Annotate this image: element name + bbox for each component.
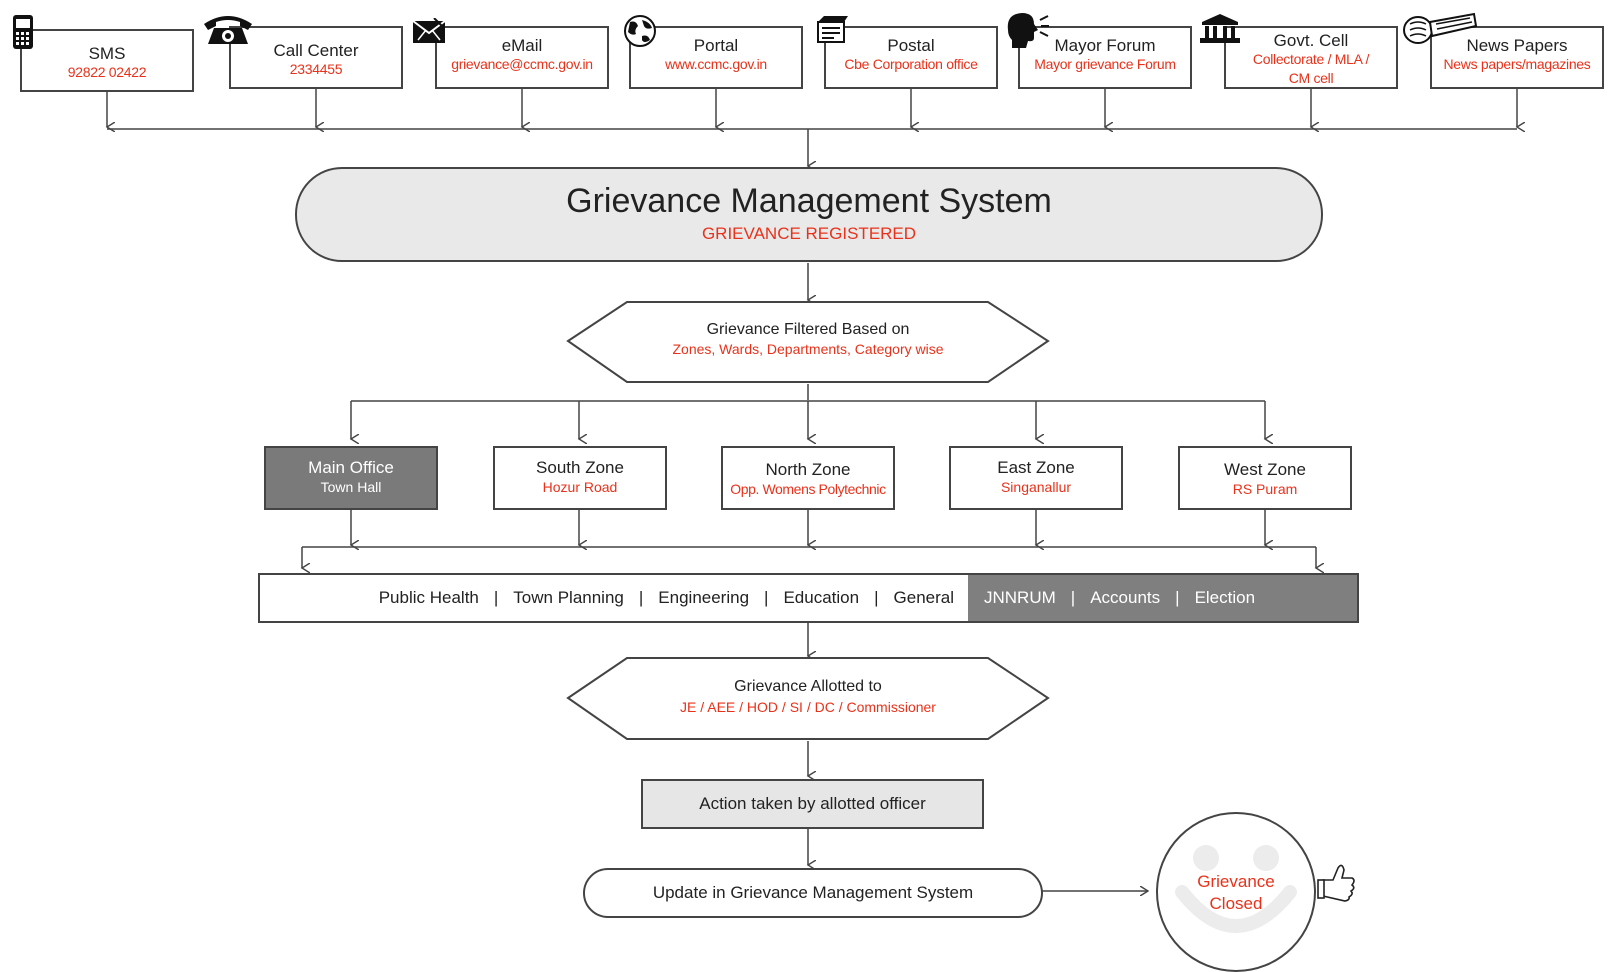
channel-email: eMail grievance@ccmc.gov.in — [435, 26, 609, 89]
zone-north: North Zone Opp. Womens Polytechnic — [721, 446, 895, 510]
zone-west: West Zone RS Puram — [1178, 446, 1352, 510]
channel-call-center: Call Center 2334455 — [229, 26, 403, 89]
zone-title: South Zone — [536, 458, 624, 477]
channel-contact: News papers/magazines — [1443, 56, 1591, 72]
channel-title: Mayor Forum — [1054, 36, 1156, 55]
zone-title: Main Office — [308, 458, 394, 477]
dept-jnnrum: JNNRUM — [984, 588, 1056, 607]
channel-sms: SMS 92822 02422 — [20, 29, 194, 92]
closed-label-line2: Closed — [1209, 894, 1263, 913]
channel-govt-cell: Govt. Cell Collectorate / MLA / CM cell — [1224, 26, 1398, 89]
channel-title: News Papers — [1466, 36, 1568, 55]
zone-location: Singanallur — [1000, 479, 1072, 495]
channel-contact: Cbe Corporation office — [844, 56, 978, 72]
globe-icon — [622, 14, 658, 48]
dept-public-health: Public Health — [378, 588, 479, 607]
gms-pill-shape — [295, 167, 1323, 262]
channel-title: eMail — [501, 36, 543, 55]
dept-separator: | — [638, 588, 644, 607]
dept-town-planning: Town Planning — [513, 588, 624, 607]
channel-portal: Portal www.ccmc.gov.in — [629, 26, 803, 89]
dept-separator: | — [1175, 588, 1180, 607]
filter-criteria: Zones, Wards, Departments, Category wise — [672, 341, 944, 357]
channel-contact: Mayor grievance Forum — [1034, 56, 1176, 72]
action-taken-box: Action taken by allotted officer — [641, 779, 984, 829]
dept-separator: | — [493, 588, 499, 607]
zone-east: East Zone Singanallur — [949, 446, 1123, 510]
allotted-hexagon-shape — [566, 657, 1050, 740]
dept-education: Education — [783, 588, 860, 607]
zone-location: Hozur Road — [542, 479, 618, 495]
dept-accounts: Accounts — [1090, 588, 1161, 607]
speaker-head-icon — [1004, 10, 1050, 50]
channel-title: Portal — [693, 36, 739, 55]
update-gms-box: Update in Grievance Management System — [583, 868, 1043, 918]
telephone-icon — [202, 12, 254, 46]
channel-title: Call Center — [273, 41, 359, 60]
mailbox-icon — [814, 14, 850, 44]
zone-south: South Zone Hozur Road — [493, 446, 667, 510]
government-building-icon — [1200, 12, 1240, 44]
departments-bar: Public Health | Town Planning | Engineer… — [258, 573, 1359, 623]
dept-engineering: Engineering — [658, 588, 750, 607]
dept-separator: | — [874, 588, 879, 607]
channel-contact: 2334455 — [289, 61, 343, 77]
mobile-phone-icon — [12, 14, 34, 50]
zone-main-office: Main Office Town Hall — [264, 446, 438, 510]
zone-location: Town Hall — [320, 479, 382, 495]
zone-title: West Zone — [1224, 460, 1306, 479]
channel-title: Postal — [887, 36, 935, 55]
channel-postal: Postal Cbe Corporation office — [824, 26, 998, 89]
gms-title: Grievance Management System — [566, 182, 1052, 220]
channel-title: Govt. Cell — [1273, 31, 1349, 50]
filter-hexagon-shape — [566, 301, 1050, 383]
newspaper-icon — [1402, 12, 1478, 46]
departments-general: Public Health | Town Planning | Engineer… — [260, 575, 968, 621]
channel-contact: www.ccmc.gov.in — [665, 56, 767, 72]
departments-main-office: JNNRUM | Accounts | Election — [968, 575, 1357, 621]
zone-location: Opp. Womens Polytechnic — [730, 481, 886, 497]
smiley-face-icon — [1175, 845, 1297, 933]
channel-news-papers: News Papers News papers/magazines — [1430, 26, 1604, 89]
filter-title: Grievance Filtered Based on — [706, 321, 910, 338]
channel-contact: 92822 02422 — [67, 64, 147, 80]
gms-status: GRIEVANCE REGISTERED — [701, 224, 917, 243]
dept-general: General — [893, 588, 954, 607]
dept-election: Election — [1194, 588, 1256, 607]
channel-contact: Collectorate / MLA / CM cell — [1252, 51, 1370, 86]
thumbs-up-icon — [1317, 864, 1355, 902]
channel-title: SMS — [88, 44, 126, 63]
dept-separator: | — [1070, 588, 1076, 607]
zone-location: RS Puram — [1232, 481, 1298, 497]
closed-label-line1: Grievance — [1197, 872, 1275, 891]
zone-title: North Zone — [765, 460, 851, 479]
allotted-title: Grievance Allotted to — [734, 678, 882, 695]
allotted-officers: JE / AEE / HOD / SI / DC / Commissioner — [680, 699, 936, 715]
channel-contact: grievance@ccmc.gov.in — [451, 56, 593, 72]
dept-separator: | — [764, 588, 769, 607]
zone-title: East Zone — [997, 458, 1075, 477]
envelope-icon — [412, 17, 446, 44]
